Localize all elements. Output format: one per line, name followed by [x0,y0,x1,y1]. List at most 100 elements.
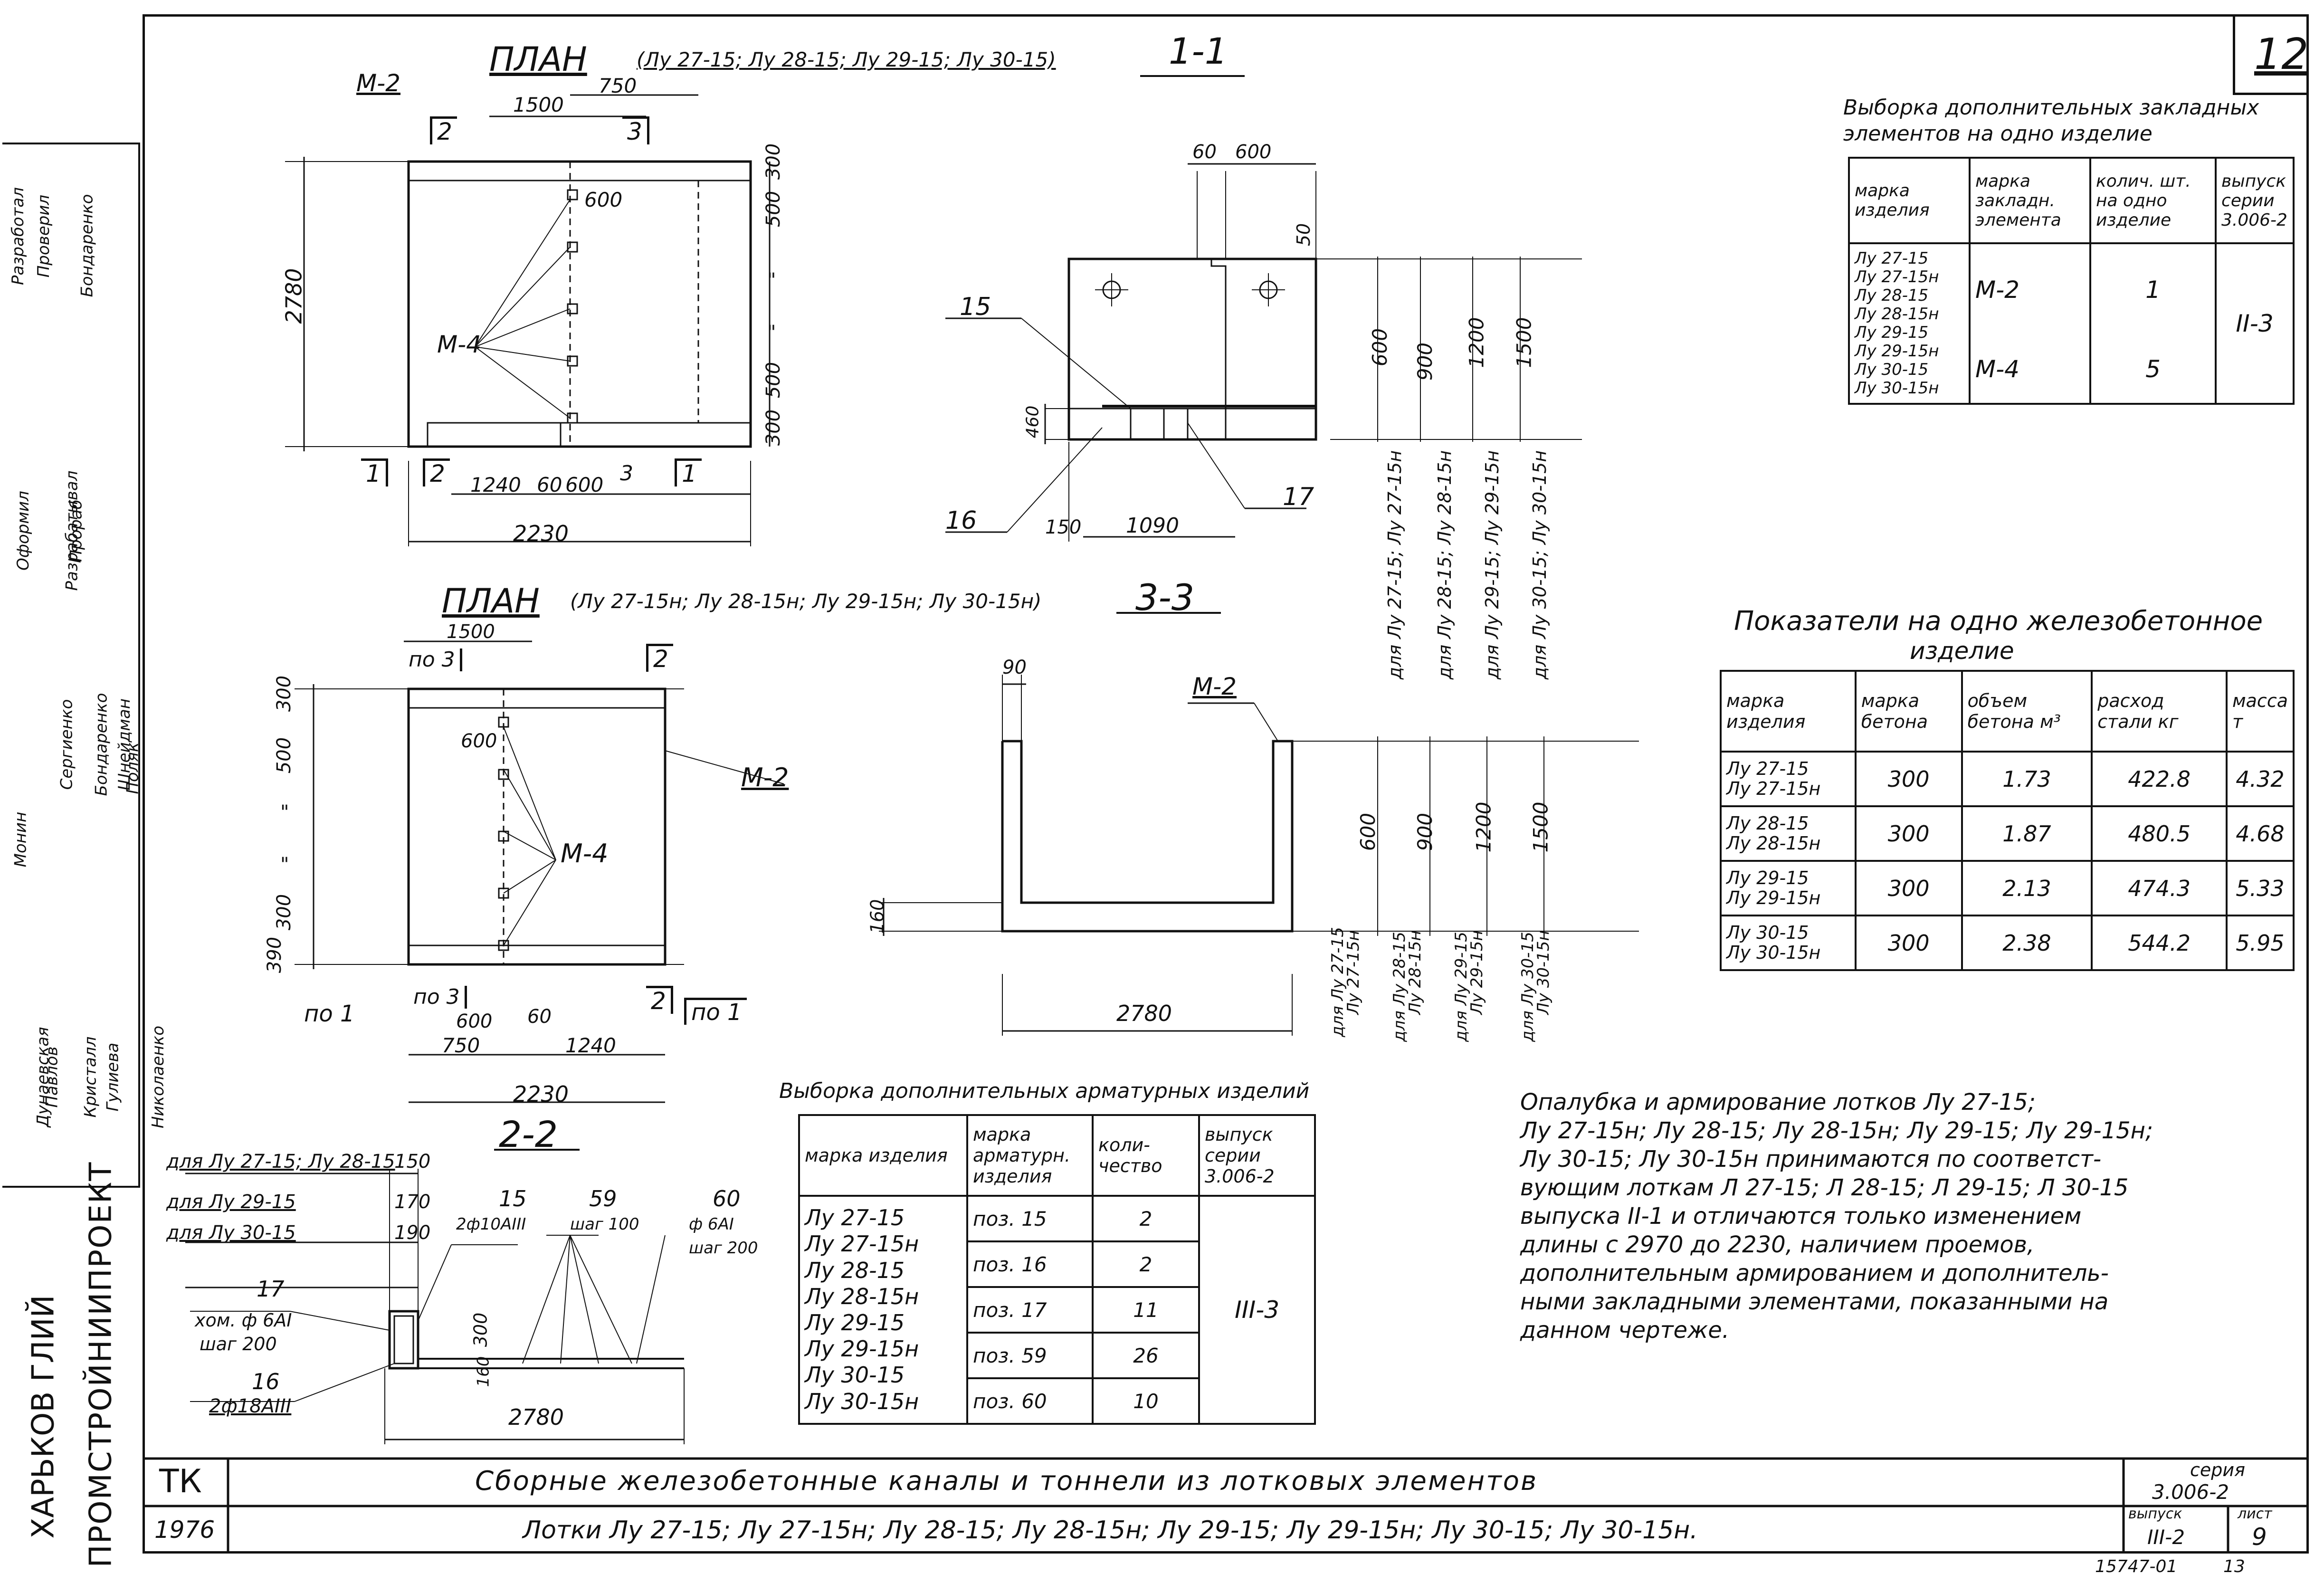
plan2-dim-q2: " [280,854,289,876]
list-item: Лу 29-15н [1855,342,1939,361]
sec11-dim-60: 60 [1192,141,1217,163]
sheet-number-box [2233,14,2309,95]
plan1-cut-2-top: 2 [430,116,457,144]
sec33-title: 3-3 [1135,576,1195,619]
list-item: Лу 27-15 [1726,758,1809,779]
table-row: поз. 59 26 [799,1332,1315,1379]
embedded-qty-1: 5 [2089,335,2217,405]
sec33-dim-160: 160 [867,899,888,934]
list-item: Лу 29-15н [1726,887,1821,908]
plan1-dim-1240: 1240 [470,473,521,496]
sec11-dim-1090: 1090 [1126,514,1179,538]
embedded-title-1: Выборка дополнительных закладных [1843,95,2259,120]
indicators-title-2: изделие [1910,637,2014,665]
table-row: Лу 28-15 Лу 28-15н 300 1.87 480.5 4.68 [1720,805,2295,862]
sec22-callout-17: 17 [257,1276,285,1302]
note-block: Опалубка и армирование лотков Лу 27-15; … [1520,1088,2299,1345]
rebar-h-0: марка изделия [798,1114,968,1197]
sec22-row-val-2: 190 [394,1222,431,1244]
indicators-steel-2: 474.3 [2091,860,2228,916]
table-row: Лу 27-15 Лу 27-15н Лу 28-15 Лу 28-15н Лу… [1848,242,2295,405]
sec11-lbl-0: для Лу 27-15; Лу 27-15н [1384,450,1406,680]
sec22-dim-300: 300 [470,1312,491,1347]
plan2-cut-2-top: 2 [646,644,673,672]
list-item: Лу 30-15н [1855,379,1939,398]
plan2-dim-300b: 300 [273,894,295,931]
table-row: Лу 27-15 Лу 27-15н 300 1.73 422.8 4.32 [1720,751,2295,807]
plan2-m2: М-2 [741,763,789,792]
sec11-callout-17: 17 [1283,483,1314,511]
sec22-callout-15b: 2ф10АIII [456,1215,526,1234]
indicators-steel-1: 480.5 [2091,805,2228,862]
rebar-issue: III-3 [1198,1195,1316,1425]
plan2-title: ПЛАН [442,582,540,620]
plan1-subtitle: (Лу 27-15; Лу 28-15; Лу 29-15; Лу 30-15) [637,48,1056,71]
sec22-callout-59: 59 [589,1186,617,1211]
sec22-outline [185,1149,685,1444]
plan1-m2: М-2 [356,69,400,97]
plan2-m4: М-4 [561,839,609,868]
rebar-qty-1: 2 [1092,1240,1200,1288]
plan2-cut-po3-bottom: по 3 [409,986,467,1009]
sec22-callout-17b: хом. ф 6АI [195,1310,292,1331]
list-item: Лу 28-15н [805,1283,919,1309]
list-item: Лу 30-15 [805,1362,905,1388]
sec11-dim-50: 50 [1293,223,1314,247]
sec11-lbl-1: для Лу 28-15; Лу 28-15н [1434,450,1456,680]
list-item: Лу 27-15 [805,1205,905,1231]
indicators-h-3: расход стали кг [2091,670,2228,753]
sec22-callout-60: 60 [713,1186,741,1211]
sec33-outline [879,612,1639,1036]
plan2-dim-1500: 1500 [447,621,495,643]
rebar-mark-3: поз. 59 [966,1332,1094,1379]
indicators-h-1: марка бетона [1854,670,1963,753]
indicators-header-row: марка изделия марка бетона объем бетона … [1720,670,2295,753]
note-line: Лу 27-15н; Лу 28-15; Лу 28-15н; Лу 29-15… [1520,1117,2153,1144]
plan1-dim-500b: 500 [762,362,785,399]
indicators-product-0: Лу 27-15 Лу 27-15н [1720,751,1857,807]
list-item: Лу 30-15 [1855,360,1929,380]
plan1-dim-q1: " [767,269,776,291]
sheet-frame [143,14,2309,1554]
table-row: Лу 29-15 Лу 29-15н 300 2.13 474.3 5.33 [1720,860,2295,916]
indicators-title-1: Показатели на одно железобетонное [1734,606,2263,637]
sec33-h1200: 1200 [1472,801,1495,853]
indicators-mass-0: 4.32 [2225,751,2295,807]
plan2-cut-po1-left: по 1 [304,1001,355,1027]
sec22-row-lbl-1: для Лу 29-15 [166,1191,296,1213]
rebar-header-row: марка изделия марка арматурн. изделия ко… [798,1114,1316,1197]
plan2-dim-750: 750 [442,1034,480,1057]
indicators-mass-3: 5.95 [2225,915,2295,971]
plan2-dim-600: 600 [461,730,497,752]
rebar-h-2: коли- чество [1092,1114,1200,1197]
note-line: ными закладными элементами, показанными … [1520,1288,2109,1315]
sec22-title: 2-2 [499,1113,558,1155]
sec22-callout-59b: шаг 100 [570,1215,639,1234]
sec22-row-lbl-2: для Лу 30-15 [166,1222,296,1244]
table-row: поз. 16 2 [799,1240,1315,1288]
stamp-issue: III-2 [2147,1526,2185,1549]
plan2-dim-390: 390 [264,936,286,973]
sec11-h1200: 1200 [1465,317,1488,368]
rebar-mark-2: поз. 17 [966,1286,1094,1334]
plan1-dim-600b: 600 [565,473,604,496]
stamp-title: Сборные железобетонные каналы и тоннели … [475,1466,1538,1497]
sheet-number: 12 [2254,29,2309,79]
plan1-cut-1-left: 1 [361,458,388,486]
sec11-dim-600: 600 [1235,141,1272,163]
plan2-dim-1240: 1240 [565,1034,616,1057]
list-item: Лу 27-15 [1855,248,1929,268]
indicators-vol-1: 1.87 [1961,805,2093,862]
embedded-issue: II-3 [2215,242,2295,405]
note-line: Опалубка и армирование лотков Лу 27-15; [1520,1089,2036,1116]
indicators-vol-2: 2.13 [1961,860,2093,916]
sec11-title: 1-1 [1169,30,1228,72]
indicators-h-2: объем бетона м³ [1961,670,2093,753]
embedded-h-3: выпуск серии 3.006-2 [2215,157,2295,244]
embedded-table: марка изделия марка закладн. элемента ко… [1848,157,2295,405]
plan2-dim-60: 60 [527,1006,552,1028]
table-row: Лу 27-15 Лу 27-15н Лу 28-15 Лу 28-15н Лу… [798,1195,1316,1425]
note-line: длины с 2970 до 2230, наличием проемов, [1520,1231,2035,1258]
rebar-h-1: марка арматурн. изделия [966,1114,1094,1197]
